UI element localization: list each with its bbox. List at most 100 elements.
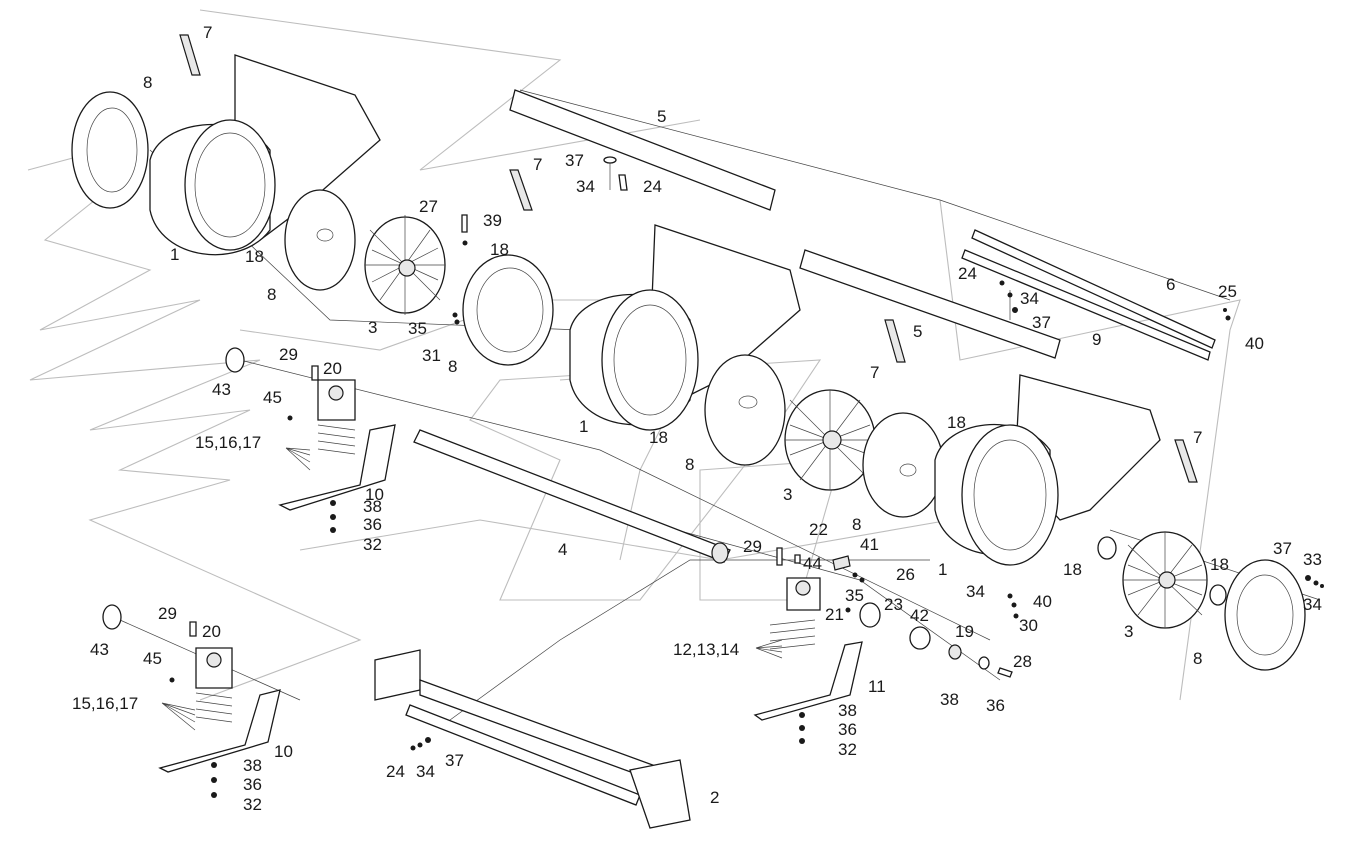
callout-label: 39 [483,211,502,230]
callout-label: 9 [1092,330,1101,349]
callout-label: 7 [1193,428,1202,447]
seal-upper-left [225,347,245,373]
callout-label: 41 [860,535,879,554]
callout-label: 18 [649,428,668,447]
callout-label: 36 [363,515,382,534]
callout-labels: 7 8 1 18 8 27 39 18 3 35 3 1 8 5 37 34 24… [72,23,1322,814]
callout-label: 18 [947,413,966,432]
bracket-10-lower [158,689,281,773]
callout-label: 43 [90,640,109,659]
callout-label: 7 [870,363,879,382]
callout-label: 36 [243,775,262,794]
callout-label: 27 [419,197,438,216]
bushing-right-b [1209,584,1227,606]
fan-housing-left [149,54,381,256]
callout-label: 37 [1032,313,1051,332]
callout-label: 32 [363,535,382,554]
bearing-housing-upper-left [317,379,356,455]
callout-label: 8 [143,73,152,92]
callout-label: 36 [838,720,857,739]
fan-housing-right [934,374,1161,566]
callout-label: 44 [803,554,822,573]
bracket-10-upper [278,424,396,511]
plate-22 [832,555,851,571]
callout-label: 36 [986,696,1005,715]
callout-label: 10 [365,485,384,504]
callout-label: 45 [143,649,162,668]
callout-label: 18 [1063,560,1082,579]
callout-label: 30 [1019,616,1038,635]
disc-left [284,189,356,291]
callout-label: 24 [386,762,405,781]
callout-label: 40 [1033,592,1052,611]
callout-label: 1 [579,417,588,436]
bracket-top-left [179,34,201,76]
bracket-right [1174,439,1198,483]
callout-label: 37 [565,151,584,170]
disc-center [704,354,786,466]
callout-label: 21 [825,605,844,624]
bearing-housing-right [769,577,821,650]
callout-label: 3 [783,485,792,504]
callout-label: 10 [274,742,293,761]
callout-label: 37 [1273,539,1292,558]
bar-9 [961,249,1211,361]
callout-label: 4 [558,540,567,559]
callout-label: 5 [657,107,666,126]
callout-label: 8 [685,455,694,474]
callout-label: 33 [1303,550,1322,569]
callout-label: 8 [448,357,457,376]
callout-label: 26 [896,565,915,584]
callout-label: 34 [1303,595,1322,614]
callout-label: 22 [809,520,828,539]
callout-label: 34 [416,762,435,781]
callout-label: 25 [1218,282,1237,301]
callout-label: 12,13,14 [673,640,739,659]
bar-6 [971,229,1216,349]
callout-label: 43 [212,380,231,399]
callout-label: 8 [267,285,276,304]
callout-label: 38 [838,701,857,720]
bearing-42 [909,626,931,650]
callout-label: 24 [958,264,977,283]
bushing-23 [859,602,881,628]
nut-19 [948,644,962,660]
shaft [413,429,731,564]
fan-housing-center [569,224,801,431]
impeller-center [784,389,876,491]
seal-lower-left [102,604,122,630]
ring-flange-top-left [71,91,149,209]
bracket-center [884,319,906,363]
callout-label: 7 [533,155,542,174]
callout-label: 35 [408,319,427,338]
callout-label: 35 [845,586,864,605]
impeller-left [364,215,446,315]
bearing-housing-lower-left [195,647,233,723]
ring-flange-right [1224,559,1306,671]
callout-label: 23 [884,595,903,614]
callout-label: 18 [245,247,264,266]
callout-label: 20 [202,622,221,641]
callout-label: 20 [323,359,342,378]
callout-label: 8 [1193,649,1202,668]
callout-label: 1 [938,560,947,579]
callout-label: 8 [852,515,861,534]
callout-label: 28 [1013,652,1032,671]
callout-label: 34 [966,582,985,601]
impeller-right [1122,531,1208,629]
callout-label: 3 [1124,622,1133,641]
callout-label: 15,16,17 [195,433,261,452]
callout-label: 45 [263,388,282,407]
callout-label: 18 [1210,555,1229,574]
callout-label: 11 [868,677,886,696]
callout-pointers [161,447,783,731]
callout-label: 29 [743,537,762,556]
bracket-mid [509,169,533,211]
callout-label: 38 [243,756,262,775]
callout-label: 34 [576,177,595,196]
washer-38 [978,656,990,670]
bolt-28 [997,667,1013,678]
callout-label: 29 [279,345,298,364]
fasteners [169,156,1324,798]
